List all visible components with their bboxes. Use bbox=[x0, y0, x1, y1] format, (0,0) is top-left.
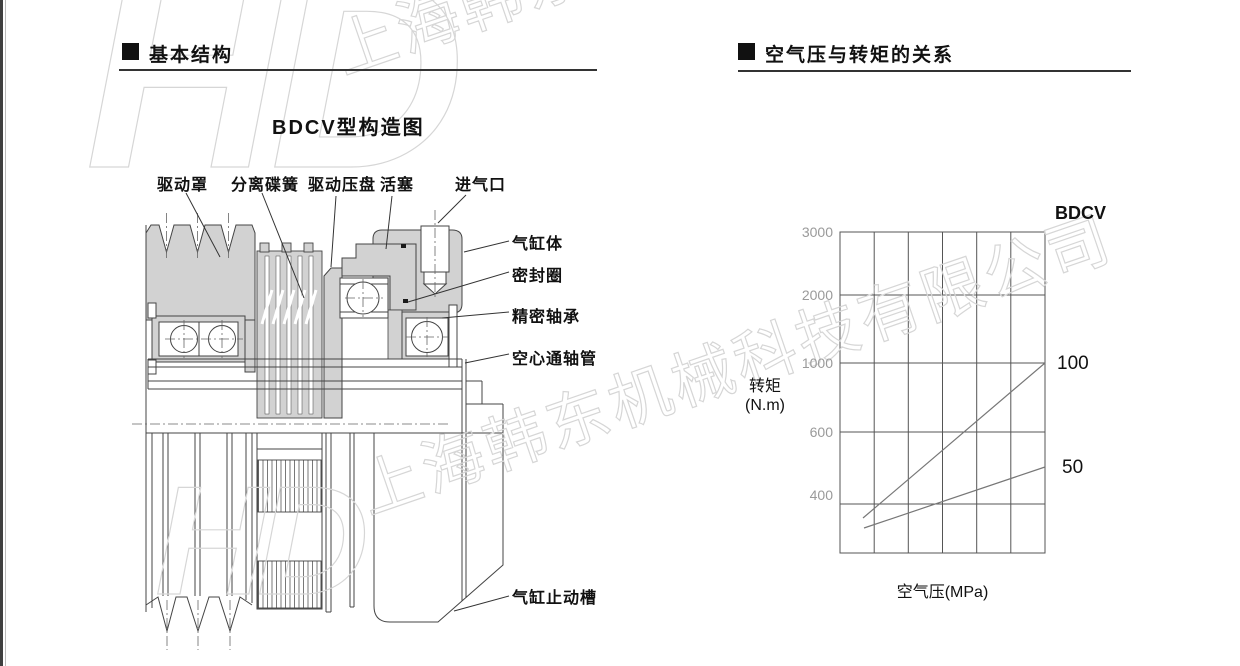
pressure-torque-chart bbox=[839, 231, 1046, 554]
lower-cylinder-block bbox=[373, 432, 504, 623]
label-piston: 活塞 bbox=[380, 177, 415, 194]
pulley-section bbox=[145, 224, 256, 373]
ytick-400: 400 bbox=[809, 487, 833, 503]
ytick-600: 600 bbox=[809, 424, 833, 440]
section-rule bbox=[738, 70, 1131, 72]
diagram-title: BDCV型构造图 bbox=[272, 117, 425, 139]
drive-pressure-plate bbox=[323, 267, 343, 419]
series-label-50: 50 bbox=[1062, 457, 1084, 478]
page-edge-line bbox=[5, 0, 6, 666]
lower-exterior bbox=[145, 225, 504, 633]
bearing-precision bbox=[401, 304, 458, 368]
label-release-spring: 分离碟簧 bbox=[231, 177, 300, 194]
label-air-inlet: 进气口 bbox=[455, 177, 507, 194]
label-seal-ring: 密封圈 bbox=[512, 268, 564, 285]
ytick-1000: 1000 bbox=[801, 355, 833, 371]
centerlines bbox=[132, 210, 448, 650]
disc-spring-stack bbox=[256, 242, 323, 419]
seal-ring-upper bbox=[401, 244, 406, 248]
bdcv-structure-diagram bbox=[132, 192, 510, 650]
chart-series-lines bbox=[862, 362, 1046, 529]
leader-lines bbox=[185, 192, 510, 612]
y-axis-title-line1: 转矩 bbox=[748, 378, 781, 395]
hollow-shaft-tube bbox=[147, 358, 504, 433]
label-cylinder-stop-groove: 气缸止动槽 bbox=[512, 590, 598, 607]
section-bullet-square bbox=[738, 43, 755, 60]
piston-hub bbox=[387, 309, 403, 360]
section-title-basic-structure: 基本结构 bbox=[149, 45, 234, 66]
piston bbox=[341, 243, 417, 311]
ytick-3000: 3000 bbox=[801, 224, 833, 240]
watermark-hd-logo: HD bbox=[84, 0, 465, 226]
label-hollow-shaft-tube: 空心通轴管 bbox=[512, 351, 598, 368]
seal-ring-lower bbox=[403, 299, 408, 303]
chart-grid bbox=[839, 231, 1046, 554]
section-rule bbox=[119, 69, 597, 71]
y-axis-title: 转矩 (N.m) bbox=[733, 377, 797, 415]
watermark-hd-logo: HD bbox=[154, 453, 369, 627]
x-axis-title: 空气压(MPa) bbox=[896, 584, 989, 601]
label-drive-cover: 驱动罩 bbox=[157, 177, 209, 194]
label-cylinder-body: 气缸体 bbox=[512, 236, 564, 253]
label-precision-bearing: 精密轴承 bbox=[512, 309, 581, 326]
series-line-100 bbox=[862, 362, 1046, 519]
series-label-100: 100 bbox=[1057, 353, 1089, 374]
section-bullet-square bbox=[122, 43, 139, 60]
chart-title: BDCV bbox=[1055, 203, 1107, 223]
y-axis-title-line2: (N.m) bbox=[745, 397, 785, 414]
label-pressure-plate: 驱动压盘 bbox=[308, 177, 377, 194]
page-edge-strip bbox=[0, 0, 3, 666]
section-title-pressure-torque: 空气压与转矩的关系 bbox=[765, 45, 955, 66]
series-line-50 bbox=[863, 466, 1046, 529]
ytick-2000: 2000 bbox=[801, 287, 833, 303]
